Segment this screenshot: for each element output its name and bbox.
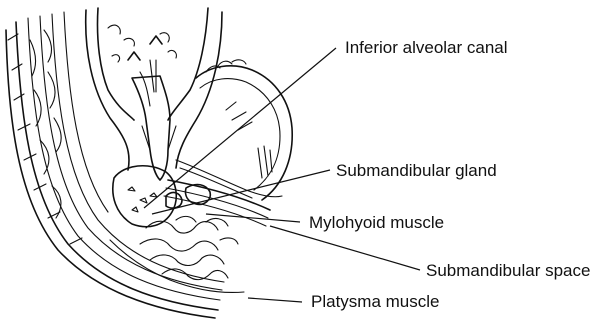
anatomy-sketch [6, 8, 292, 318]
label-mylohyoid-muscle: Mylohyoid muscle [309, 213, 444, 232]
leader-submandibular-space [270, 226, 420, 270]
tongue-region [196, 60, 292, 200]
skin-layers [6, 12, 224, 318]
label-submandibular-space: Submandibular space [426, 261, 590, 280]
label-platysma-muscle: Platysma muscle [311, 292, 439, 311]
label-submandibular-gland: Submandibular gland [336, 161, 497, 180]
muscle-fibers [164, 160, 282, 226]
leader-inferior-alveolar-canal [144, 48, 336, 208]
labels: Inferior alveolar canal Submandibular gl… [309, 38, 590, 311]
label-inferior-alveolar-canal: Inferior alveolar canal [345, 38, 508, 57]
leader-platysma-muscle [248, 298, 302, 302]
mandible [86, 8, 222, 227]
